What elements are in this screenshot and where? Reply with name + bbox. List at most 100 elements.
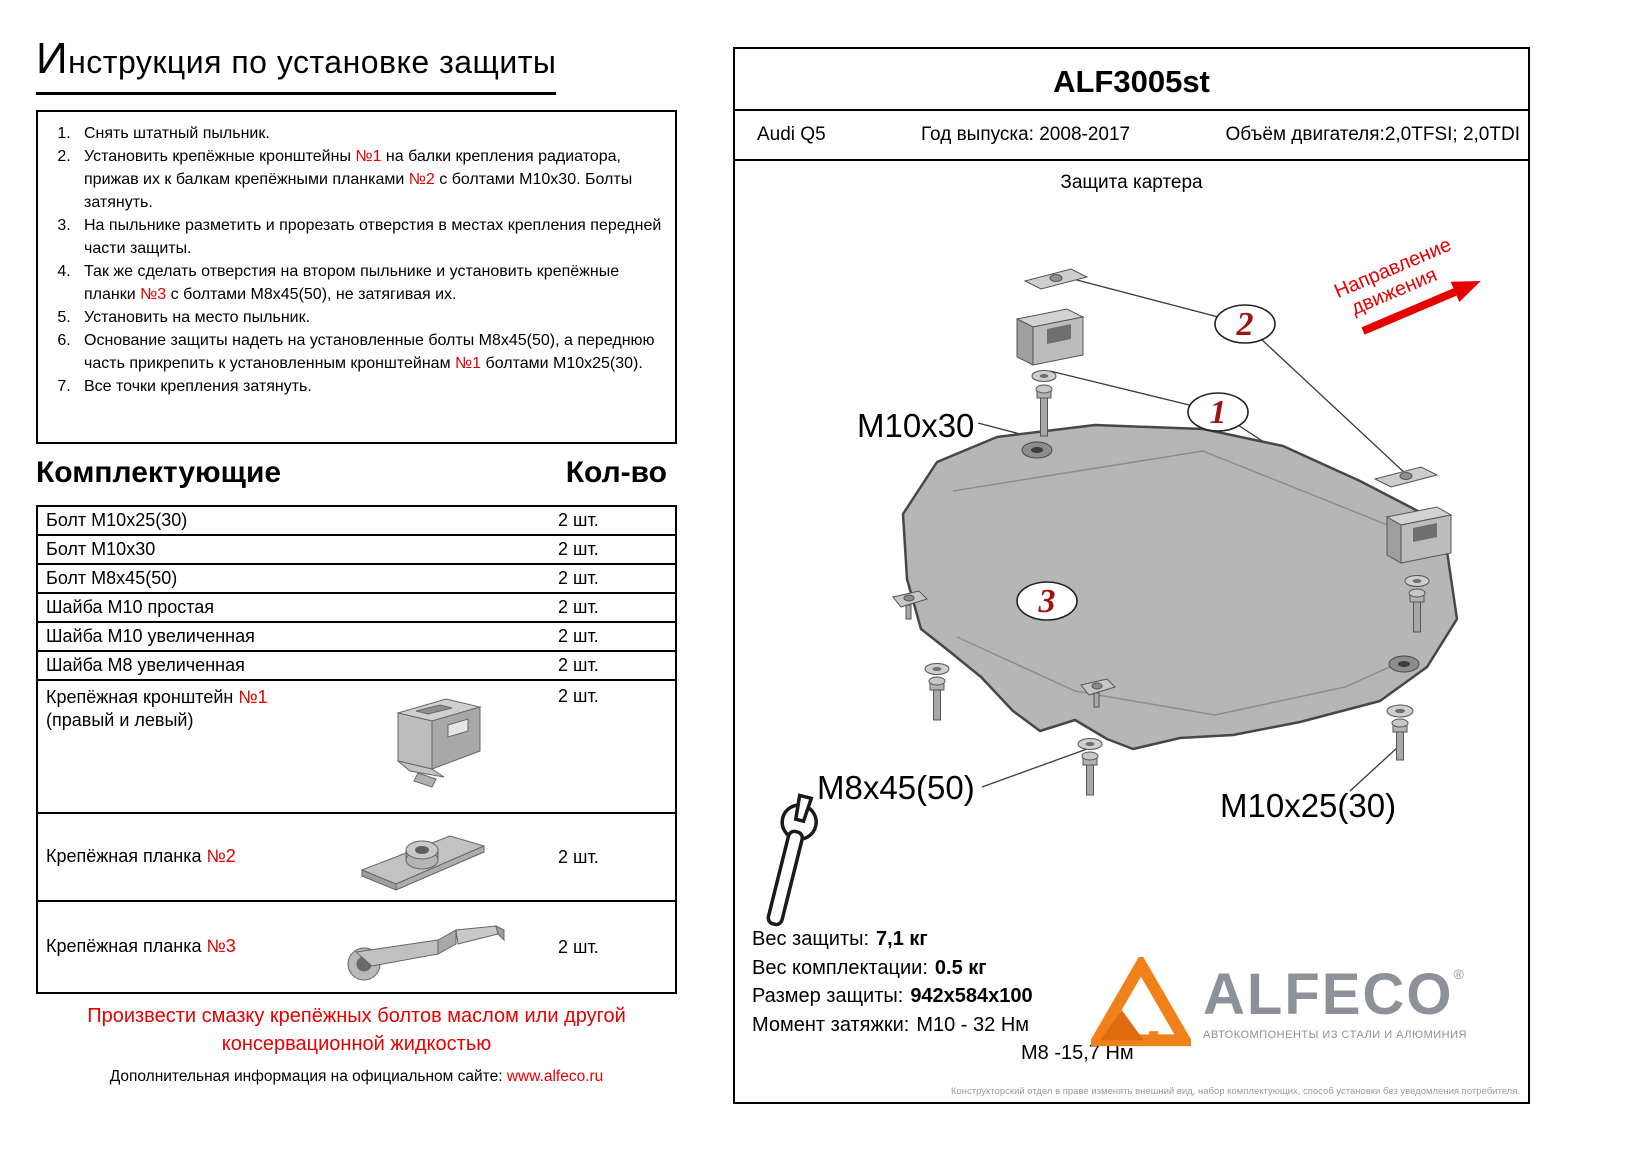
alfeco-logo-text: ALFECO® АВТОКОМПОНЕНТЫ ИЗ СТАЛИ И АЛЮМИН… (1203, 965, 1467, 1041)
spec-label: Момент затяжки: (752, 1013, 910, 1036)
page-title: Инструкция по установке защиты (36, 34, 557, 95)
part-row: Крепёжная кронштейн №1(правый и левый)2 … (38, 681, 675, 814)
car-engine: Объём двигателя:2,0TFSI; 2,0TDI (1225, 124, 1520, 145)
text-segment: Все точки крепления затянуть. (84, 378, 312, 395)
disclaimer-text: Конструкторский отдел в праве изменять в… (950, 1086, 1520, 1097)
label-m10x30: М10х30 (857, 407, 974, 444)
callout-3-number: 3 (1038, 583, 1056, 620)
text-segment: с болтами М8х45(50), не затягивая их. (166, 286, 457, 303)
instruction-item: 2.Установить крепёжные кронштейны №1 на … (44, 145, 663, 214)
clamp-plate-left (892, 590, 928, 620)
callout-2: 2 (1214, 304, 1276, 344)
instruction-number: 5. (57, 309, 71, 326)
spec-value: 7,1 кг (876, 928, 928, 950)
spec-value: 0.5 кг (934, 956, 987, 979)
spec-line: Размер защиты:942х584х100 (752, 982, 1134, 1011)
instruction-item: 3. На пыльнике разметить и прорезать отве… (44, 214, 663, 260)
bracket-no1-image (396, 698, 482, 788)
part-name: Болт М8х45(50) (46, 567, 558, 590)
skid-plate (901, 423, 1459, 751)
bolt-m8x45-right (1077, 738, 1103, 796)
qty-heading: Кол-во (565, 456, 667, 489)
part-ref-red: №1 (455, 355, 482, 372)
info-prefix: Дополнительная информация на официальном… (109, 1068, 507, 1085)
instruction-number: 7. (57, 378, 71, 395)
instruction-item: 6.Основание защиты надеть на установленн… (44, 329, 663, 375)
bracket-assembly-right (1373, 466, 1453, 633)
part-ref-red: №2 (408, 171, 435, 188)
registered-mark: ® (1453, 965, 1464, 982)
label-m10x25: М10х25(30) (1220, 787, 1396, 824)
plate-no3-image (347, 925, 505, 981)
callout-3: 3 (1016, 581, 1078, 621)
parts-heading: Комплектующие (36, 456, 282, 489)
instruction-item: 5. Установить на место пыльник. (44, 306, 663, 329)
spec-label: Размер защиты: (752, 985, 904, 1007)
plate-no2-image (360, 835, 486, 891)
instruction-number: 1. (57, 125, 71, 142)
direction-arrow-group: Направление движения (1331, 234, 1481, 335)
spec-line: Момент затяжки: М10 - 32 Нм (752, 1011, 1134, 1040)
part-ref-red: №1 (355, 148, 382, 165)
text-segment: Шайба М10 увеличенная (46, 625, 255, 646)
part-ref-red: №3 (140, 286, 167, 303)
part-name: Шайба М10 простая (46, 596, 558, 619)
instruction-text: Все точки крепления затянуть. (84, 375, 663, 398)
info-line: Дополнительная информация на официальном… (36, 1068, 677, 1086)
part-ref-red: №1 (238, 687, 268, 707)
spec-line: Вес комплектации: 0.5 кг (752, 954, 1134, 983)
callout-2-number: 2 (1236, 306, 1254, 343)
instruction-number: 3. (57, 217, 71, 234)
spec-value: М10 - 32 Нм (916, 1013, 1030, 1036)
part-name: Болт М10х30 (46, 538, 558, 561)
parts-header: Комплектующие Кол-во (36, 456, 677, 490)
instruction-text: Установить крепёжные кронштейны №1 на ба… (84, 145, 663, 214)
bolt-m8x45-left (924, 663, 950, 721)
text-segment: Так же сделать отверстия на втором пыльн… (84, 263, 620, 303)
instruction-text: Так же сделать отверстия на втором пыльн… (84, 260, 663, 306)
car-name: Audi Q5 (757, 124, 826, 145)
part-qty: 2 шт. (558, 539, 599, 559)
text-segment: Шайба М10 простая (46, 596, 215, 617)
text-segment: Снять штатный пыльник. (84, 125, 270, 142)
part-name: Крепёжная кронштейн №1(правый и левый) (46, 686, 558, 733)
text-segment: с болтами М10х30. Болты затянуть. (84, 171, 633, 211)
part-qty: 2 шт. (558, 626, 599, 646)
part-name: Болт М10х25(30) (46, 509, 558, 532)
model-code: ALF3005st (735, 49, 1528, 111)
part-row: Шайба М10 увеличенная 2 шт. (38, 623, 675, 652)
spec-line: Вес защиты: 7,1 кг (752, 925, 1134, 954)
direction-arrow-head (1450, 280, 1481, 303)
part-name: Крепёжная планка №2 (46, 845, 558, 868)
text-segment: Болт М10х30 (46, 538, 156, 559)
clamp-plate-right (1080, 678, 1116, 708)
instruction-text: На пыльнике разметить и прорезать отверс… (84, 214, 663, 260)
label-m8x45: М8х45(50) (817, 769, 975, 806)
instruction-item: 7. Все точки крепления затянуть. (44, 375, 663, 398)
callout-1-number: 1 (1210, 394, 1227, 431)
wrench-icon (766, 793, 818, 927)
text-segment: Шайба М8 увеличенная (46, 654, 245, 675)
text-segment: Крепёжная кронштейн (46, 687, 239, 707)
logo-name: ALFECO (1203, 961, 1454, 1027)
text-segment: Установить крепёжные кронштейны (84, 148, 356, 165)
spec-label: Вес защиты: (752, 928, 870, 950)
instructions-list: 1. Снять штатный пыльник. 2.Установить кре… (44, 122, 663, 398)
part-qty: 2 шт. (558, 846, 599, 867)
part-qty: 2 шт. (558, 568, 599, 588)
installation-drawing: 2 1 3 М10х30 М8х45(50) М10х25(30) Направ… (766, 234, 1481, 927)
spec-label: Вес комплектации: (752, 956, 928, 979)
instruction-item: 4.Так же сделать отверстия на втором пыл… (44, 260, 663, 306)
instruction-text: Снять штатный пыльник. (84, 122, 663, 145)
part-ref-red: №3 (206, 936, 236, 957)
text-segment: болтами М10х25(30). (481, 355, 643, 372)
text-segment: Установить на место пыльник. (84, 309, 311, 326)
text-segment: на балки крепления радиатора, прижав их … (84, 148, 621, 188)
website-link[interactable]: www.alfeco.ru (506, 1068, 604, 1085)
part-qty: 2 шт. (558, 936, 599, 957)
part-ref-red: №2 (206, 846, 236, 867)
specs-list: Вес защиты: 7,1 кг Вес комплектации: 0.5 кг… (752, 925, 1134, 1068)
